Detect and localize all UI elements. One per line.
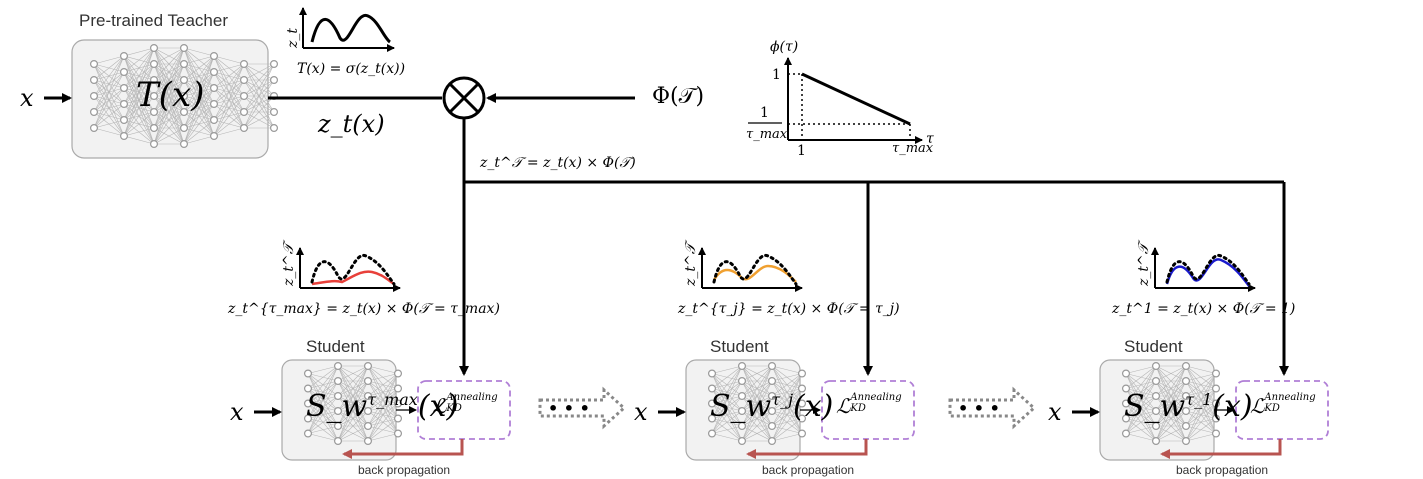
loss-label-sub: KD — [1264, 403, 1280, 414]
teacher-network — [71, 39, 279, 159]
student-block-3 — [1072, 359, 1329, 461]
teacher-input-label: x — [20, 84, 34, 112]
student-logit-curve — [311, 270, 395, 286]
teacher-title: Pre-trained Teacher — [79, 11, 228, 30]
student-curve-caption: z_t^1 = z_t(x) × Φ(𝒯 = 1) — [1112, 301, 1296, 317]
loss-label-main: ℒ — [432, 394, 447, 418]
loss-label-sub: KD — [850, 403, 866, 414]
student-net-label-base: S_w — [710, 389, 772, 424]
loss-label-sub: KD — [446, 403, 462, 414]
student-curve-caption: z_t^{τ_max} = z_t(x) × Φ(𝒯 = τ_max) — [228, 301, 500, 317]
student-block-1 — [254, 359, 511, 461]
back-propagation-arrow — [1160, 439, 1282, 459]
teacher-net-graph — [89, 43, 279, 149]
back-propagation-label: back propagation — [1176, 463, 1269, 477]
student-neural-net-icon — [1121, 362, 1220, 446]
teacher-curve-caption: T(x) = σ(z_t(x)) — [297, 61, 406, 77]
teacher-neural-net-icon — [89, 43, 279, 149]
back-propagation-arrow — [746, 439, 868, 459]
loss-box — [821, 380, 915, 440]
student-curve-axis-label: z_t^𝒯 — [1136, 244, 1179, 300]
student-curve-axis-label: z_t^𝒯 — [281, 244, 324, 300]
student-net-label-base: S_w — [1124, 389, 1186, 424]
student-input-label: x — [634, 398, 648, 426]
student-neural-net-icon — [707, 362, 806, 446]
teacher-output-curve — [299, 7, 395, 52]
phi-x-tick-right: τ_max — [892, 141, 934, 156]
phi-plot — [748, 57, 923, 144]
loss-label-main: ℒ — [1250, 394, 1265, 418]
phi-plot-decay-line — [801, 72, 911, 126]
teacher-logit-curve-dotted — [712, 254, 798, 286]
student-net-label-base: S_w — [306, 389, 368, 424]
student-net-label: S_wτ_j(x) — [710, 392, 833, 422]
student-title: Student — [306, 337, 365, 356]
teacher-logit-curve-dotted — [310, 254, 396, 286]
loss-box — [1235, 380, 1329, 440]
ellipsis-dots: • • • — [548, 399, 590, 418]
combined-output-caption: z_t^𝒯 = z_t(x) × Φ(𝒯) — [480, 155, 636, 171]
student-logit-curve — [712, 264, 797, 283]
student-net-label-arg: (x) — [793, 389, 834, 424]
student-input-label: x — [1048, 398, 1062, 426]
student-title: Student — [1124, 337, 1183, 356]
student-curve-axis-text: z_t^𝒯 — [1136, 243, 1152, 286]
phi-y-tick-low-num: 1 — [760, 105, 769, 121]
distribution-bus — [462, 118, 1284, 184]
back-propagation-arrow — [342, 439, 464, 459]
student-curve-1 — [296, 247, 401, 292]
loss-label-sup: Annealing — [446, 392, 498, 403]
student-net-label-sup: τ_1 — [1185, 390, 1213, 409]
phi-y-axis-label: ϕ(τ) — [770, 39, 799, 55]
student-net-label-sup: τ_j — [771, 390, 794, 409]
back-propagation-label: back propagation — [762, 463, 855, 477]
phi-x-axis-label: τ — [926, 131, 934, 147]
phi-label: Φ(𝒯) — [652, 84, 705, 109]
ellipsis-dots: • • • — [958, 399, 1000, 418]
student-curve-3 — [1151, 247, 1256, 292]
student-curve-axis-label: z_t^𝒯 — [683, 244, 726, 300]
student-net-label-arg: (x) — [417, 389, 459, 424]
teacher-logit-curve-dotted — [1165, 254, 1251, 286]
student-net-label-arg: (x) — [1212, 389, 1253, 424]
multiply-operator-icon — [442, 76, 486, 120]
student-input-label: x — [230, 398, 244, 426]
loss-label-main: ℒ — [836, 394, 851, 418]
loss-label-sup: Annealing — [1264, 392, 1316, 403]
student-logit-curve — [1165, 258, 1251, 287]
teacher-output-label: z_t(x) — [318, 110, 385, 138]
student-block-2 — [658, 359, 915, 461]
student-curve-axis-text: z_t^𝒯 — [281, 243, 297, 286]
teacher-curve-axis-label: z_t — [285, 27, 301, 48]
student-curve-caption: z_t^{τ_j} = z_t(x) × Φ(𝒯 = τ_j) — [678, 301, 900, 317]
student-curve-axis-text: z_t^𝒯 — [683, 243, 699, 286]
phi-x-tick-left: 1 — [797, 143, 806, 159]
student-net-label: S_wτ_max(x) — [306, 392, 458, 422]
next-student-arrow-icon: • • • — [538, 386, 627, 430]
student-net-label-sup: τ_max — [367, 390, 418, 409]
student-net-label: S_wτ_1(x) — [1124, 392, 1253, 422]
teacher-net-label: T(x) — [136, 75, 205, 115]
phi-y-tick-top: 1 — [772, 67, 781, 83]
next-student-arrow-icon: • • • — [948, 386, 1037, 430]
student-title: Student — [710, 337, 769, 356]
back-propagation-label: back propagation — [358, 463, 451, 477]
phi-y-tick-low-den: τ_max — [746, 127, 788, 142]
loss-box — [417, 380, 511, 440]
student-neural-net-icon — [304, 362, 403, 446]
loss-label-sup: Annealing — [850, 392, 902, 403]
student-curve-2 — [698, 247, 803, 292]
